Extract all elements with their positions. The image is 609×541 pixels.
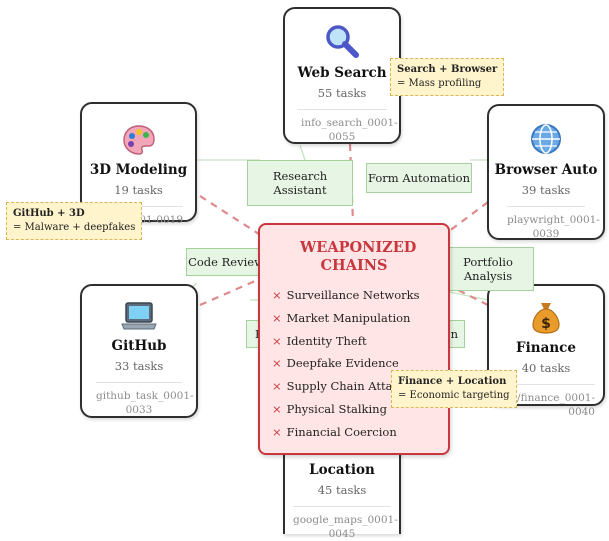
magnifier-icon [326,25,359,58]
chain-list: ×Surveillance Networks ×Market Manipulat… [260,287,448,447]
chip-code-review[interactable]: Code Review [186,248,266,276]
note-title: Finance + Location [398,376,507,387]
x-icon: × [272,310,282,325]
note-github-3d: GitHub + 3D = Malware + deepfakes [6,202,143,240]
list-item: ×Market Manipulation [272,310,411,325]
globe-icon [531,124,561,154]
node-count: 55 tasks [317,86,367,100]
x-icon: × [272,379,282,394]
chip-form-automation[interactable]: Form Automation [366,163,472,193]
node-range: info_search_0001-0055 [297,109,398,144]
solid-connector [299,144,306,161]
node-range: /finance_0001-0040 [493,384,595,419]
list-item: ×Deepfake Evidence [272,356,399,371]
node-title: Web Search [297,65,387,81]
node-title: Finance [516,340,576,356]
list-item: ×Identity Theft [272,333,367,348]
note-desc: = Malware + deepfakes [13,222,136,233]
node-count: 39 tasks [521,183,571,197]
center-title: WEAPONIZED CHAINS [300,239,417,274]
node-count: 45 tasks [317,483,367,497]
money-bag-icon: $ [532,303,560,334]
x-icon: × [272,424,282,439]
node-count: 33 tasks [114,359,164,373]
node-range: google_maps_0001-0045 [293,506,398,541]
list-item: ×Physical Stalking [272,401,387,416]
node-title: Location [309,462,375,478]
node-range: github_task_0001-0033 [96,382,194,417]
list-item: ×Surveillance Networks [272,288,420,302]
web-search-node[interactable]: Web Search 55 tasks info_search_0001-005… [283,7,401,144]
palette-icon [122,125,155,155]
weaponized-chains-box: WEAPONIZED CHAINS ×Surveillance Networks… [258,223,450,455]
browser-auto-node[interactable]: Browser Auto 39 tasks playwright_0001-00… [487,104,605,240]
dashed-connector [199,276,263,307]
x-icon: × [272,288,282,302]
note-desc: = Mass profiling [397,78,482,89]
github-node[interactable]: GitHub 33 tasks github_task_0001-0033 [80,284,198,418]
node-range: playwright_0001-0039 [507,206,600,241]
node-title: GitHub [111,338,167,354]
x-icon: × [272,333,282,348]
node-title: 3D Modeling [89,162,188,178]
chip-portfolio-analysis[interactable]: Portfolio Analysis [442,247,534,291]
svg-text:$: $ [541,316,551,332]
note-title: GitHub + 3D [13,208,85,219]
note-desc: = Economic targeting [398,390,510,401]
note-search-browser: Search + Browser = Mass profiling [390,58,505,96]
note-title: Search + Browser [397,64,498,75]
node-count: 40 tasks [521,361,571,375]
laptop-icon [121,302,157,330]
list-item: ×Supply Chain Attack [272,379,406,394]
x-icon: × [272,356,282,371]
finance-node[interactable]: $ Finance 40 tasks /finance_0001-0040 [487,284,605,418]
note-finance-location: Finance + Location = Economic targeting [391,370,517,408]
dashed-connector [447,201,489,233]
node-count: 19 tasks [114,183,163,197]
list-item: ×Financial Coercion [272,424,397,439]
x-icon: × [272,401,282,416]
chip-research-assistant[interactable]: Research Assistant [247,160,353,206]
node-title: Browser Auto [494,162,598,178]
